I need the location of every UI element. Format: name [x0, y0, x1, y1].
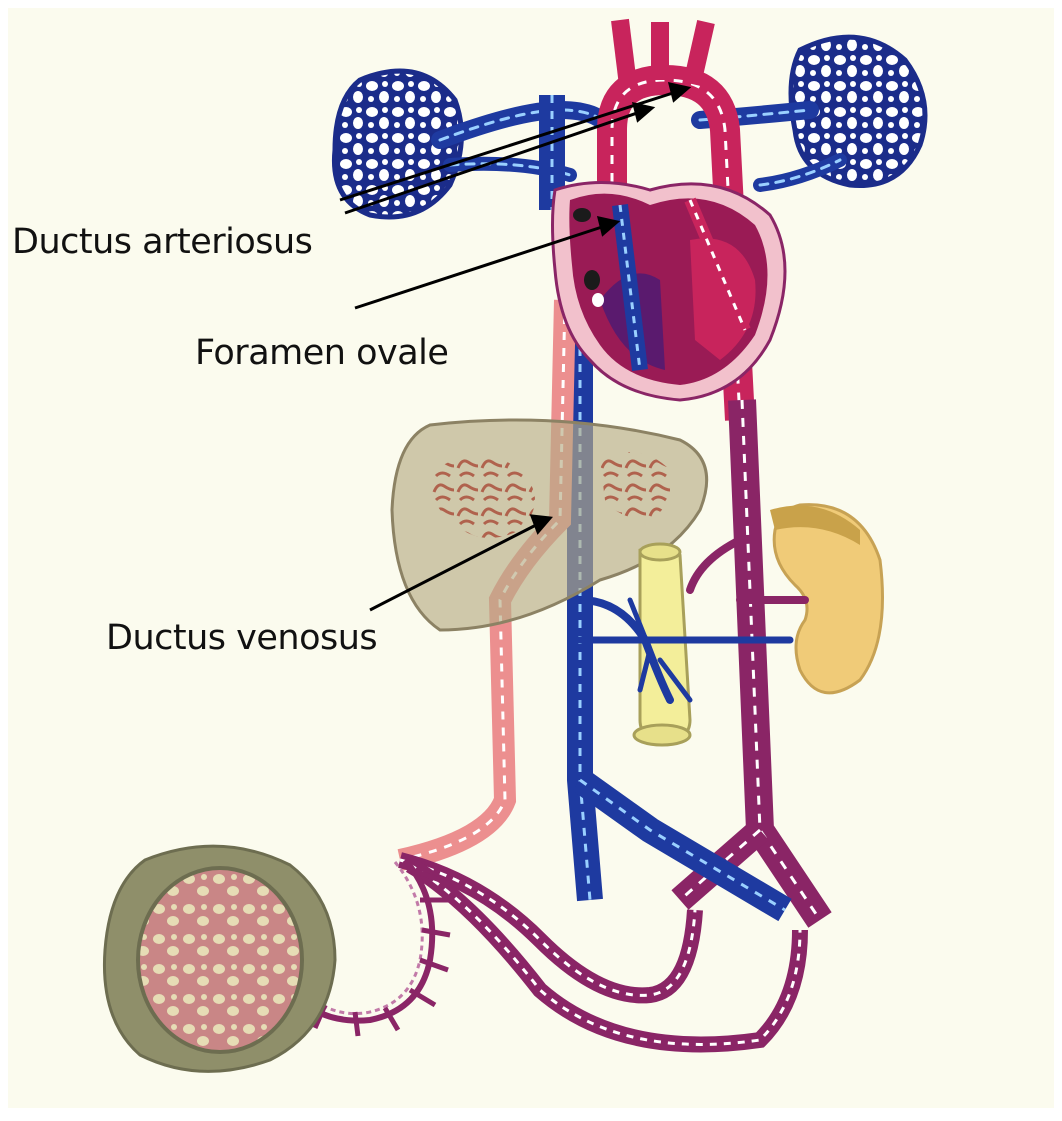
intestine: [634, 544, 690, 745]
placenta: [104, 846, 335, 1071]
label-ductus-venosus: Ductus venosus: [106, 618, 377, 658]
label-ductus-arteriosus: Ductus arteriosus: [12, 222, 312, 262]
label-foramen-ovale: Foramen ovale: [195, 333, 448, 373]
